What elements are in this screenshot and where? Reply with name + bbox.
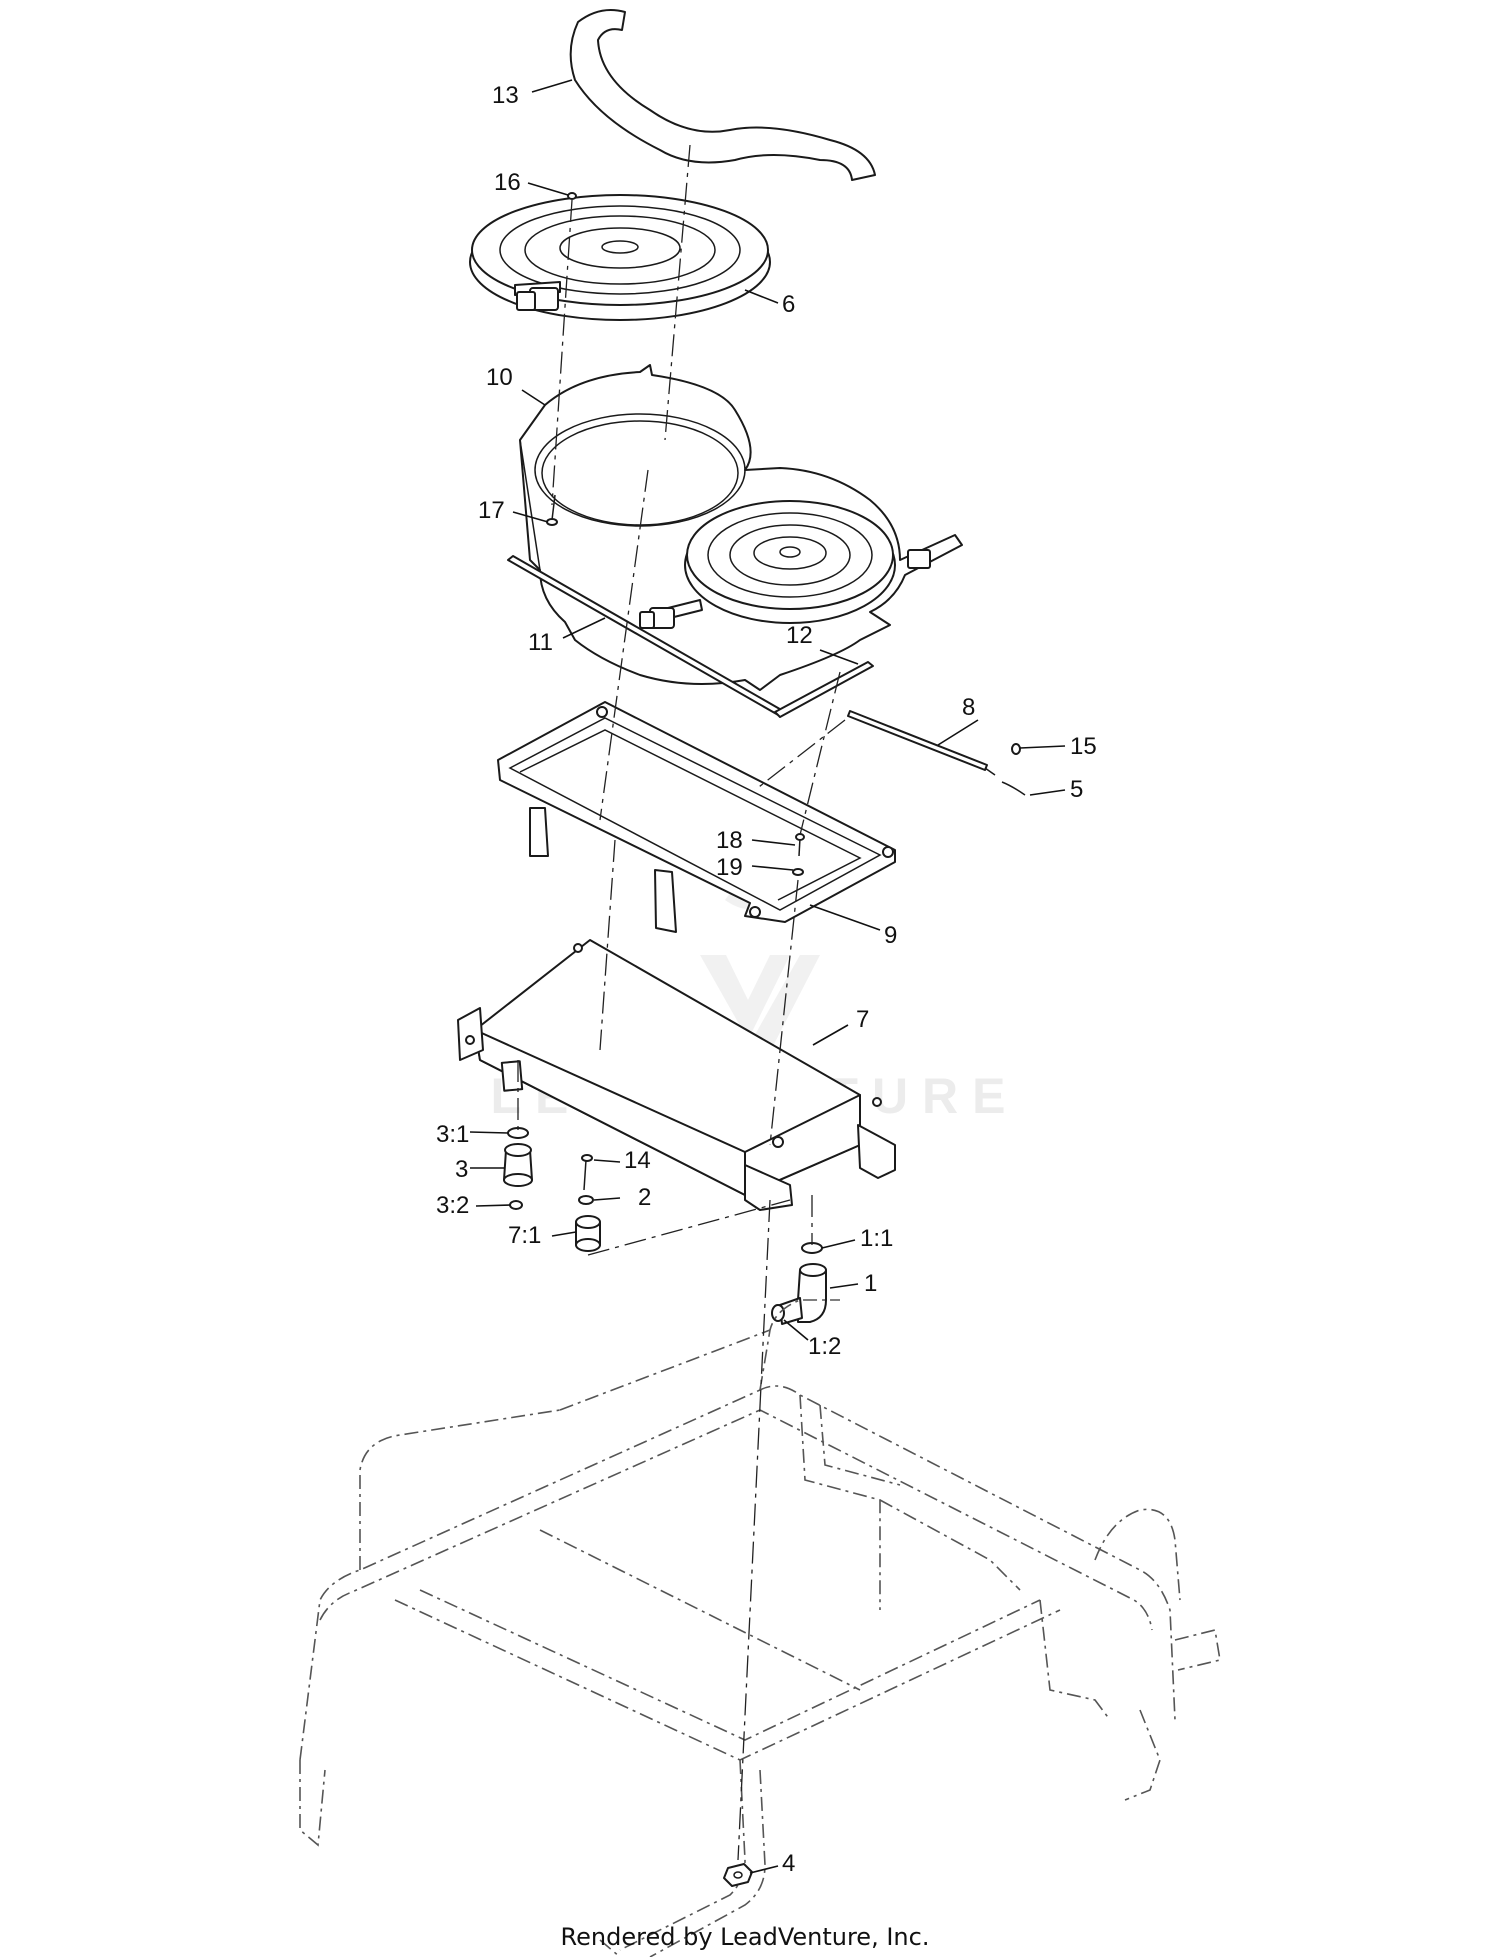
part-6-fan: [469, 194, 771, 321]
part-13-shroud: [569, 9, 876, 181]
part-7-1-mount: [575, 1215, 601, 1252]
part-14-bolt: [581, 1154, 593, 1191]
part-3-2-washer: [509, 1200, 523, 1210]
callout-1-2: 1:2: [808, 1333, 841, 1360]
callout-3-2: 3:2: [436, 1192, 469, 1219]
callout-13: 13: [492, 82, 519, 109]
alignment-lines: [517, 144, 846, 1861]
callout-3: 3: [455, 1156, 468, 1183]
callout-11: 11: [528, 629, 553, 656]
part-12-seal-strip: [774, 661, 874, 718]
callout-labels: 13 16 6 10 17 11 12 8 15 5 18 19 9 7 3:1…: [436, 82, 1097, 1877]
part-16-screw: [567, 192, 577, 200]
callout-7-1: 7:1: [508, 1222, 541, 1249]
part-4-nut: [723, 1863, 753, 1887]
part-5-pin: [1001, 781, 1026, 796]
part-8-rod: [847, 710, 996, 776]
callout-3-1: 3:1: [436, 1121, 469, 1148]
callout-8: 8: [962, 694, 975, 721]
callout-12: 12: [786, 622, 813, 649]
callout-17: 17: [478, 497, 505, 524]
callout-9: 9: [884, 922, 897, 949]
part-3-isolator: [503, 1143, 533, 1187]
part-15-clip: [1011, 743, 1021, 755]
callout-18: 18: [716, 827, 743, 854]
render-credit-footer: Rendered by LeadVenture, Inc.: [561, 1923, 930, 1951]
part-7-oil-cooler: [457, 939, 896, 1211]
part-1-elbow-fitting: [779, 1263, 827, 1325]
callout-6: 6: [782, 291, 795, 318]
part-2-washer: [578, 1195, 594, 1205]
callout-5: 5: [1070, 776, 1083, 803]
part-9-tray: [497, 701, 896, 933]
callout-4: 4: [782, 1850, 795, 1877]
callout-10: 10: [486, 364, 513, 391]
part-19-washer: [792, 868, 804, 876]
leader-lines: [469, 79, 1066, 1874]
frame-phantom: [299, 1299, 1221, 1957]
callout-1-1: 1:1: [860, 1225, 893, 1252]
callout-1: 1: [864, 1270, 877, 1297]
part-10-fan-housing: [519, 364, 963, 691]
callout-14: 14: [624, 1147, 651, 1174]
callout-15: 15: [1070, 733, 1097, 760]
part-1-2-oring: [771, 1304, 785, 1322]
callout-19: 19: [716, 854, 743, 881]
callout-2: 2: [638, 1184, 651, 1211]
callout-16: 16: [494, 169, 521, 196]
callout-7: 7: [856, 1006, 869, 1033]
